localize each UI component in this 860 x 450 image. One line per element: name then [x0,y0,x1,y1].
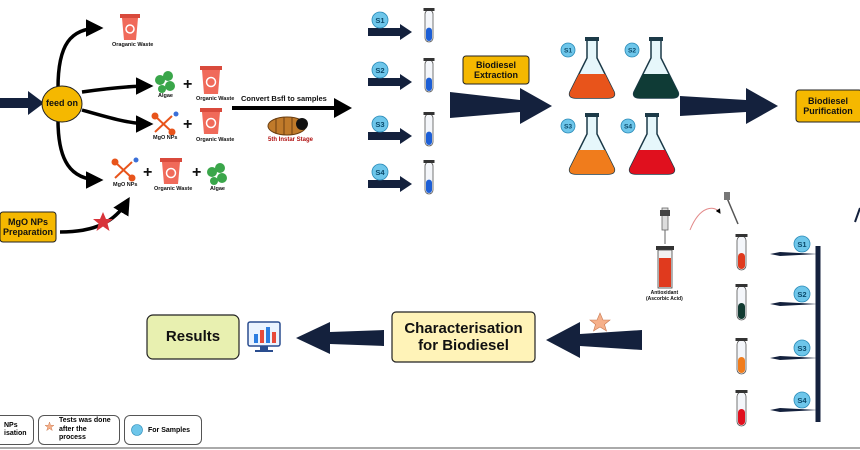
feed-branch-arrows [56,19,154,234]
convert-arrow [232,98,352,118]
recycle-bin-icon [200,108,222,134]
sample-badge-label: S3 [564,123,572,130]
sample-badge: S3 [793,339,811,357]
sample-badge: S2 [793,285,811,303]
test-tube-icon [735,338,748,375]
algae-icon [207,163,227,185]
biodiesel-extraction-box [462,55,530,85]
biodiesel-purification-box [795,89,860,123]
feed-on-node [41,85,83,123]
treated-test-tubes [735,234,748,427]
flask-icon: S1 [560,37,616,99]
label-organic-waste-4: Organic Waste [154,186,193,192]
flask-icon: S2 [624,37,680,99]
sample-badge: S3 [371,115,389,133]
results-text: Results [165,328,221,346]
sample-badge: S2 [371,61,389,79]
plus-sign: + [192,164,202,181]
sample-badge: S1 [793,235,811,253]
arrow-to-results [296,322,384,354]
sample-badge: S4 [620,118,636,134]
nanoparticle-icon [111,157,139,182]
star-icon [93,212,113,231]
sample-badge-label: S3 [375,120,384,129]
label-mgo-nps: MgO NPs [153,135,178,141]
recycle-bin-icon [200,66,222,94]
plus-sign: + [183,116,193,133]
flask-icon: S4 [620,113,676,175]
plus-sign: + [183,76,193,93]
antioxidant-tube-icon [656,246,674,289]
flask-icon: S3 [560,113,616,175]
label-mgo-nps-2: MgO NPs [113,182,138,188]
test-tube-icon [423,160,435,195]
test-tube-icon [735,234,748,271]
sample-badge: S2 [624,42,640,58]
algae-icon [155,71,175,93]
star-icon [589,312,611,332]
nanoparticle-icon [151,111,179,136]
mgo-preparation-box [0,211,57,243]
incoming-arrow [0,91,44,115]
sample-badge-label: S4 [375,168,385,177]
sample-badge-label: S2 [797,290,806,299]
larva-icon [267,116,308,136]
label-organic-waste-3: Organic Waste [196,137,235,143]
test-tube-icon [423,112,435,147]
sample-badge: S3 [560,118,576,134]
dropper-arrow [689,207,721,231]
pipette-icon [660,207,670,244]
sample-badge-icon [131,424,143,436]
treatment-rake [770,246,821,422]
sample-badge: S4 [371,163,389,181]
label-organic-waste-top: Oraganic Waste [112,42,154,48]
sample-badge-label: S4 [624,123,632,130]
plus-sign: + [143,164,153,181]
sample-badge-label: S2 [628,47,636,54]
sample-badge-label: S1 [375,16,385,25]
sample-badge-label: S3 [797,344,806,353]
characterisation-box [391,311,536,363]
sample-badge: S1 [371,11,389,29]
sample-test-tubes [423,8,435,195]
test-tube-icon [735,284,748,321]
label-algae: Algae [158,93,173,99]
test-tube-icon [423,8,435,43]
label-organic-waste-2: Organic Waste [196,96,235,102]
test-tube-icon [423,58,435,93]
antioxidant-label: Antioxidant (Ascorbic Acid) [646,290,683,302]
results-box [146,314,240,360]
connector-line [854,207,860,223]
monitor-chart-icon [247,321,281,352]
legend-samples: For Samples [124,415,202,445]
convert-label: Convert Bsfl to samples [241,94,327,103]
arrow-to-characterisation [546,322,642,358]
sample-badge: S1 [560,42,576,58]
sample-badge: S4 [793,391,811,409]
sample-badge-label: S1 [564,47,572,54]
label-algae-2: Algae [210,186,225,192]
sample-badge-label: S2 [375,66,384,75]
sample-badge-label: S4 [797,396,807,405]
sample-badge-label: S1 [797,240,807,249]
recycle-bin-icon [160,158,182,184]
arrow-to-extraction [450,88,552,124]
dropper-icon [724,192,739,225]
arrow-to-purification [680,88,778,124]
star-icon [45,421,54,431]
test-tube-icon [735,390,748,427]
feed-on-label: feed on [46,98,79,108]
instar-label: 5th Instar Stage [268,137,314,143]
recycle-bin-icon [120,14,140,40]
